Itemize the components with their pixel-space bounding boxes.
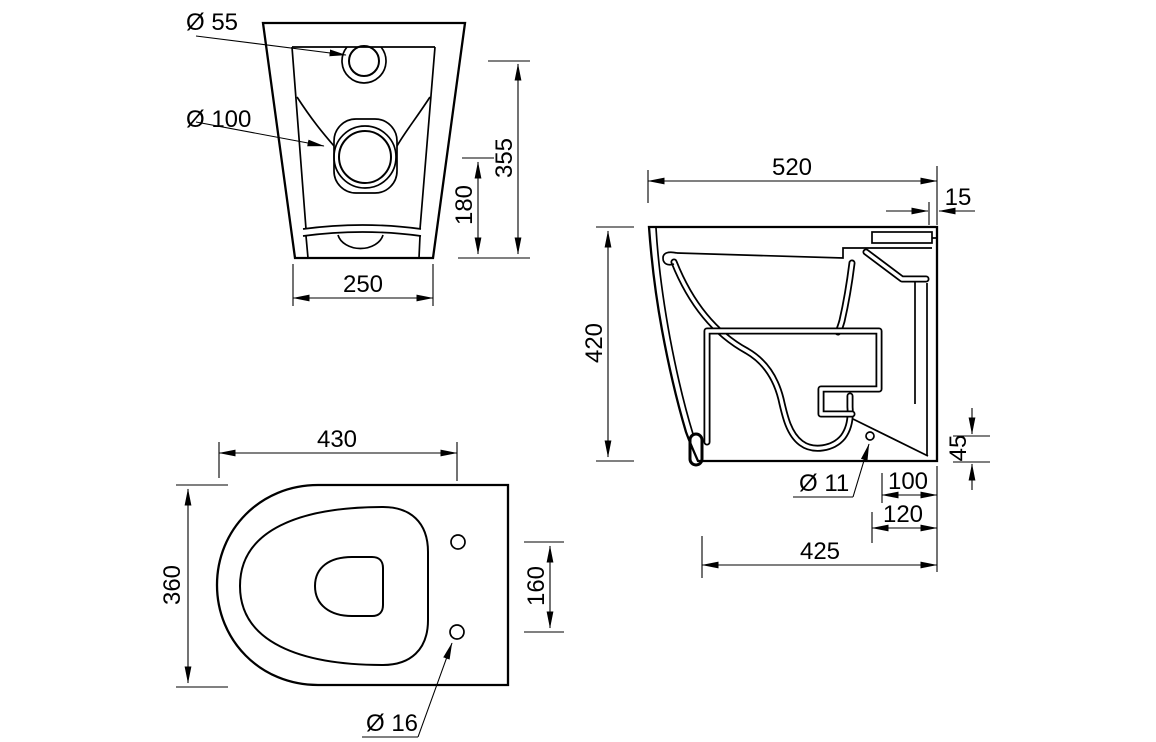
plan-outer-outline (215, 483, 510, 687)
side-rim-channel (662, 251, 678, 266)
plan-view: 430 360 160 Ø 16 (159, 426, 564, 738)
leader-line-outlet (195, 121, 325, 147)
rear-spigot-hole (348, 45, 380, 77)
dim-plan-width: 360 (159, 565, 186, 605)
side-bowl-wall (670, 258, 854, 452)
dim-plan-hole-spacing: 160 (523, 566, 550, 606)
side-bowl-wall-core (672, 260, 852, 450)
plan-rim (238, 505, 429, 667)
dim-side-back-offset: 15 (945, 184, 972, 211)
side-inlet-slot (871, 231, 933, 244)
rear-outlet-hole-outer (333, 125, 397, 189)
dim-side-fixing-hole-diameter: Ø 11 (799, 470, 849, 497)
leader-line-spigot (195, 35, 347, 57)
side-fixing-hole (865, 431, 875, 441)
dim-plan-fixing-hole-diameter: Ø 16 (366, 710, 418, 737)
dim-side-front-to-wall: 425 (800, 538, 840, 565)
dim-side-outlet-to-wall: 100 (888, 468, 928, 495)
dim-side-depth: 520 (772, 154, 812, 181)
side-section-view: 520 15 420 45 100 120 425 Ø 11 (581, 154, 990, 578)
side-spreader-core (864, 250, 928, 281)
dim-side-hole-height: 45 (945, 435, 972, 462)
rear-inner-frame-right (418, 46, 436, 259)
dim-side-hole-to-wall: 120 (883, 501, 923, 528)
side-trap-channel (703, 327, 883, 446)
dim-rear-base-width: 250 (343, 271, 383, 298)
plan-fixing-hole-bottom (449, 624, 465, 640)
side-trap-channel-core (705, 329, 881, 444)
rear-outer-outline (261, 21, 467, 260)
side-outer-outline (647, 225, 939, 463)
dim-side-height: 420 (581, 323, 608, 363)
rear-outlet-hole-inner (338, 130, 392, 184)
dim-rear-spigot-height: 355 (491, 138, 518, 178)
dim-rear-outlet-diameter: Ø 100 (186, 106, 251, 133)
rear-outlet-boss (333, 118, 398, 194)
leader-line-side-hole (852, 443, 870, 498)
side-front-inner-wall (655, 227, 702, 461)
rear-spigot-collar (341, 46, 387, 84)
rear-recess-wing-right (396, 96, 431, 147)
rear-elevation-view: 355 180 250 Ø 55 Ø 100 (186, 9, 530, 306)
side-outlet-diagonal (852, 418, 929, 457)
leader-line-plan-hole (417, 642, 453, 738)
plan-water-area (313, 556, 384, 617)
side-bowl-top-line (676, 247, 932, 259)
dim-rear-spigot-diameter: Ø 55 (186, 9, 238, 36)
dim-rear-outlet-height: 180 (451, 185, 478, 225)
rear-recess-wing-left (296, 96, 335, 147)
rear-inner-frame-left (291, 46, 309, 259)
plan-fixing-hole-top (450, 534, 466, 550)
rear-bottom-band (302, 224, 422, 237)
rear-bottom-bump (337, 234, 384, 250)
dim-plan-length: 430 (317, 426, 357, 453)
